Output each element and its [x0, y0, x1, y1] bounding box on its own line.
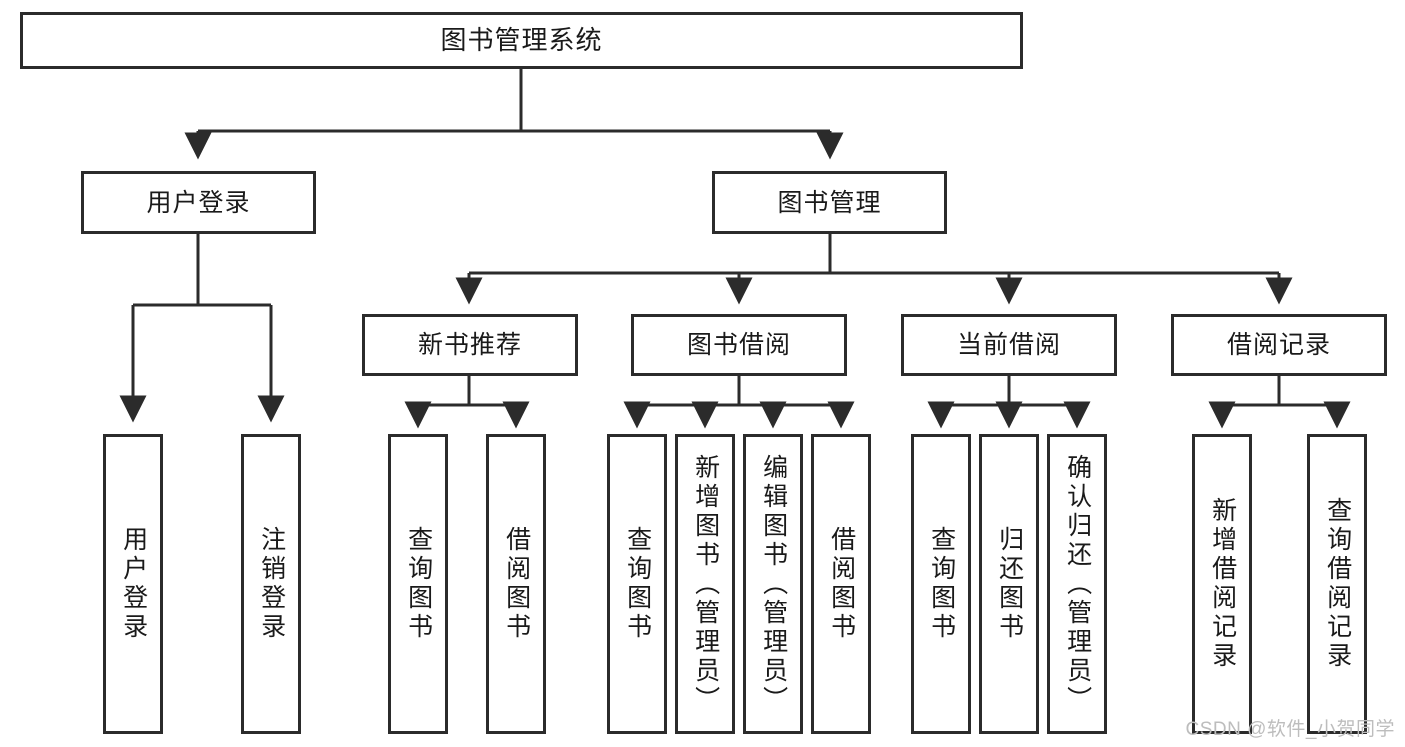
node-label: 用户登录 [146, 188, 251, 217]
node-label: 用户登录 [119, 526, 148, 642]
leaf-new-book-borrow-book[interactable]: 借阅图书 [486, 434, 546, 734]
node-label: 归还图书 [995, 526, 1024, 642]
node-label: 当前借阅 [956, 331, 1061, 359]
node-label: 图书管理系统 [440, 24, 603, 55]
leaf-borrow-query-book[interactable]: 查询图书 [607, 434, 667, 734]
leaf-record-add-record[interactable]: 新增借阅记录 [1192, 434, 1252, 734]
node-label: 查询借阅记录 [1323, 497, 1352, 671]
leaf-current-query-book[interactable]: 查询图书 [911, 434, 971, 734]
node-new-book-recommendation[interactable]: 新书推荐 [362, 314, 578, 376]
node-book-management[interactable]: 图书管理 [712, 171, 947, 234]
node-root-library-management-system[interactable]: 图书管理系统 [20, 12, 1023, 69]
node-label: 借阅图书 [827, 526, 856, 642]
leaf-user-login-logout[interactable]: 注销登录 [241, 434, 301, 734]
node-label: 借阅图书 [502, 526, 531, 642]
node-label: 新增借阅记录 [1208, 497, 1237, 671]
node-label: 查询图书 [623, 526, 652, 642]
leaf-new-book-query-book[interactable]: 查询图书 [388, 434, 448, 734]
node-label: 新增图书（管理员） [691, 453, 720, 715]
watermark-text: CSDN @软件_小贺同学 [1185, 719, 1395, 740]
node-current-borrowing[interactable]: 当前借阅 [901, 314, 1117, 376]
node-user-login[interactable]: 用户登录 [81, 171, 316, 234]
node-label: 图书管理 [777, 188, 882, 217]
leaf-user-login-login[interactable]: 用户登录 [103, 434, 163, 734]
node-label: 图书借阅 [686, 331, 791, 359]
node-label: 注销登录 [257, 526, 286, 642]
node-book-borrowing[interactable]: 图书借阅 [631, 314, 847, 376]
node-borrowing-record[interactable]: 借阅记录 [1171, 314, 1387, 376]
node-label: 新书推荐 [417, 331, 522, 359]
node-label: 确认归还（管理员） [1063, 453, 1092, 715]
node-label: 借阅记录 [1226, 331, 1331, 359]
node-label: 查询图书 [404, 526, 433, 642]
leaf-borrow-edit-book-admin[interactable]: 编辑图书（管理员） [743, 434, 803, 734]
leaf-record-query-record[interactable]: 查询借阅记录 [1307, 434, 1367, 734]
node-label: 编辑图书（管理员） [759, 453, 788, 715]
node-label: 查询图书 [927, 526, 956, 642]
leaf-current-confirm-return-admin[interactable]: 确认归还（管理员） [1047, 434, 1107, 734]
leaf-current-return-book[interactable]: 归还图书 [979, 434, 1039, 734]
leaf-borrow-borrow-book[interactable]: 借阅图书 [811, 434, 871, 734]
leaf-borrow-add-book-admin[interactable]: 新增图书（管理员） [675, 434, 735, 734]
